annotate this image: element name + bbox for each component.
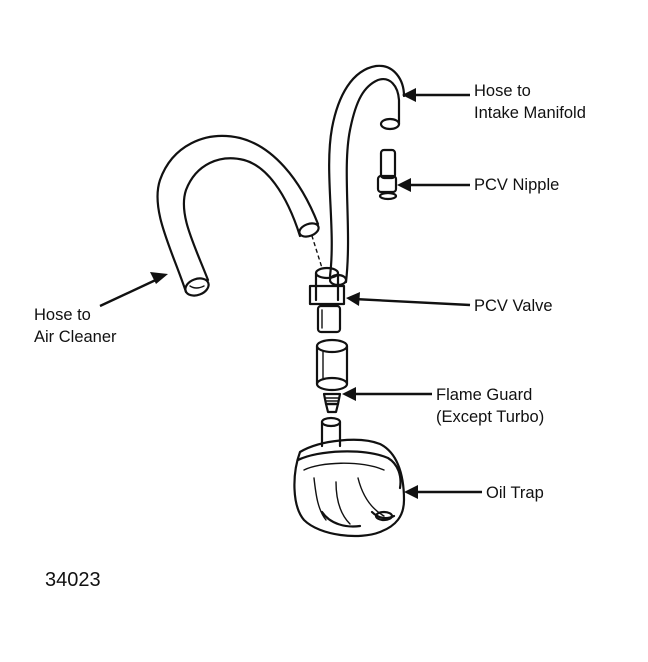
label-oil-trap: Oil Trap: [486, 484, 544, 502]
arrow-oil-trap: [404, 485, 482, 499]
label-pcv-valve: PCV Valve: [474, 297, 553, 315]
label-hose-intake: Hose to Intake Manifold: [474, 82, 586, 122]
coupling-hose: [315, 338, 349, 392]
label-hose-air-cleaner-line1: Hose to: [34, 306, 91, 324]
arrow-pcv-nipple: [397, 178, 470, 192]
oil-trap: [293, 438, 406, 538]
arrow-hose-intake: [402, 88, 470, 102]
air-cleaner-hose: [156, 134, 320, 297]
pcv-valve: [308, 266, 346, 334]
label-hose-intake-line1: Hose to: [474, 82, 531, 100]
label-hose-intake-line2: Intake Manifold: [474, 104, 586, 122]
oil-trap-nipple: [320, 416, 342, 448]
label-flame-guard-line1: Flame Guard: [436, 386, 532, 404]
arrow-air-cleaner: [99, 272, 168, 308]
label-hose-air-cleaner-line2: Air Cleaner: [34, 328, 117, 346]
label-flame-guard-line2: (Except Turbo): [436, 408, 544, 426]
label-pcv-nipple: PCV Nipple: [474, 176, 559, 194]
label-hose-air-cleaner: Hose to Air Cleaner: [34, 306, 117, 346]
alignment-dashed-line: [311, 235, 323, 269]
flame-guard: [322, 392, 342, 414]
label-flame-guard: Flame Guard (Except Turbo): [436, 386, 544, 426]
arrow-pcv-valve: [346, 292, 471, 307]
arrow-flame-guard: [342, 387, 432, 401]
figure-number: 34023: [45, 569, 101, 591]
pcv-nipple: [376, 148, 398, 201]
